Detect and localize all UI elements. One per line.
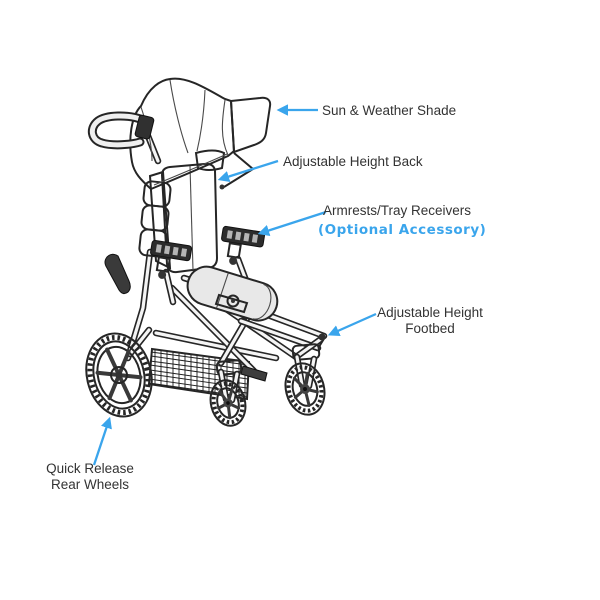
armrests-optional-note: (Optional Accessory) [318, 222, 487, 238]
rear-wheel [85, 332, 153, 418]
armrests-arrow [257, 210, 327, 236]
footbed-label: Adjustable Height Footbed [368, 305, 492, 337]
front-caster-right [284, 343, 326, 416]
callout-arrows [92, 104, 377, 466]
footbed-arrow [327, 312, 377, 336]
armrests-label: Armrests/Tray Receivers (Optional Access… [318, 203, 487, 238]
back-arrow [217, 159, 279, 183]
release-lever [104, 253, 131, 295]
sun-shade-label: Sun & Weather Shade [322, 103, 457, 118]
rear-wheels-label-line1: Quick Release [46, 461, 134, 476]
back-label: Adjustable Height Back [283, 154, 423, 169]
armrests-label-text: Armrests/Tray Receivers [322, 203, 472, 218]
push-handle [87, 111, 155, 150]
storage-basket [147, 347, 251, 401]
seat-cushion [186, 265, 279, 322]
sun-weather-shade [129, 77, 272, 191]
rear-frame [124, 248, 154, 362]
armrest-receiver-left [150, 239, 193, 279]
tilt-mechanism [214, 293, 249, 314]
footbed [237, 304, 328, 361]
rear-wheels-label-line2: Rear Wheels [50, 477, 130, 492]
rear-wheels-label: Quick Release Rear Wheels [34, 461, 146, 493]
front-caster-left [209, 359, 247, 427]
footbed-label-line2: Footbed [405, 321, 455, 336]
footbed-label-line1: Adjustable Height [377, 305, 483, 320]
armrest-receiver-right [221, 225, 266, 265]
rear-wheels-arrow [92, 416, 112, 466]
